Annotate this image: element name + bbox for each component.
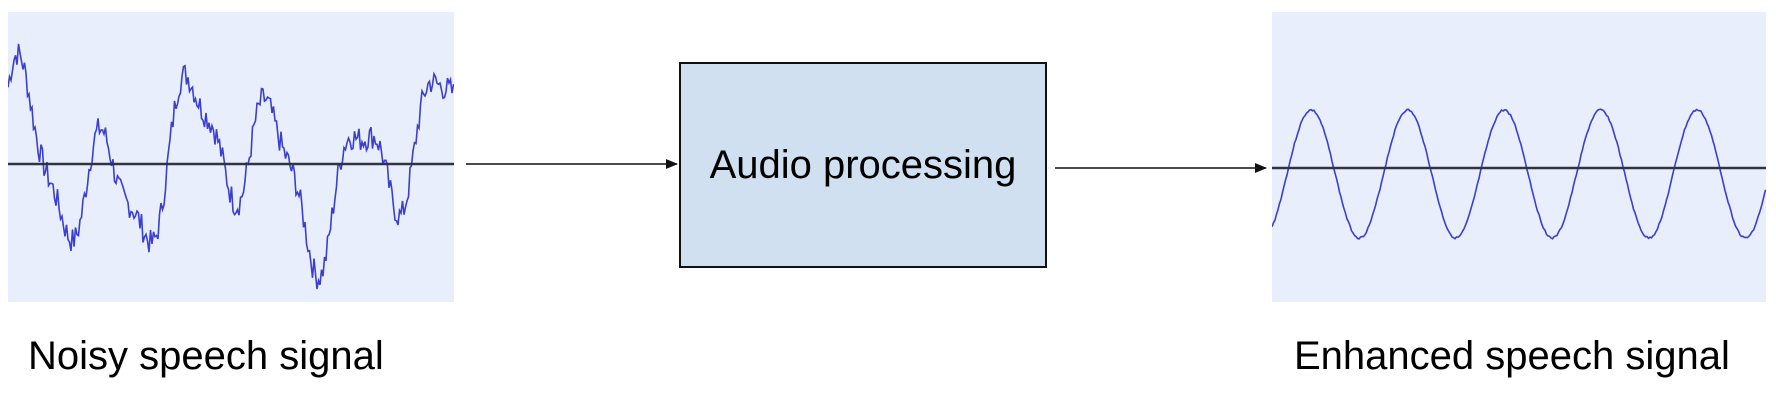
noisy-waveform	[8, 43, 454, 290]
enhanced-panel-background	[1272, 12, 1766, 302]
noisy-waveform-plot	[8, 12, 454, 302]
audio-processing-label: Audio processing	[709, 142, 1017, 187]
noisy-signal-panel	[8, 12, 454, 302]
enhanced-waveform	[1272, 108, 1766, 240]
audio-processing-box: Audio processing	[679, 62, 1047, 268]
enhanced-signal-panel	[1272, 12, 1766, 302]
enhanced-waveform-plot	[1272, 12, 1766, 302]
enhanced-signal-caption: Enhanced speech signal	[1294, 334, 1730, 378]
noisy-signal-caption: Noisy speech signal	[28, 334, 384, 378]
noisy-panel-background	[8, 12, 454, 302]
